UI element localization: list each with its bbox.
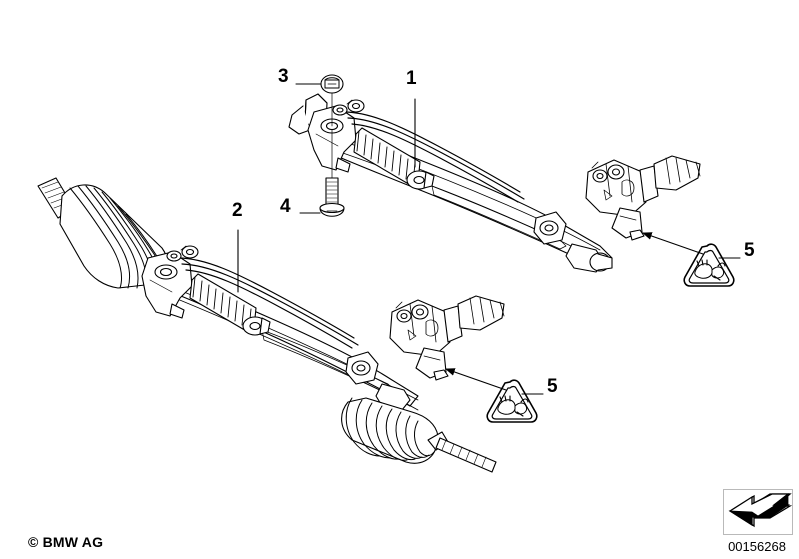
hex-bolt-part4 xyxy=(319,177,345,217)
rack-bushing-mid-upper xyxy=(406,170,435,190)
rack-bushing-mid-lower xyxy=(242,316,271,336)
callout-label-5-lower: 5 xyxy=(547,376,558,397)
callout-label-3: 3 xyxy=(278,66,289,87)
hydraulic-lines-lower xyxy=(177,257,359,349)
callout-label-4: 4 xyxy=(280,196,291,217)
mounting-bracket-left-lower xyxy=(141,251,193,319)
copyright-notice: © BMW AG xyxy=(28,534,104,550)
pinch-hazard-warning-upper xyxy=(641,232,735,287)
outlet-boss-upper xyxy=(565,243,613,273)
input-shaft-lower xyxy=(457,295,505,331)
valve-housing-lower xyxy=(389,299,463,381)
bellows-boot-right-lower xyxy=(341,397,439,464)
steering-gear-lower-assembly xyxy=(37,177,505,473)
mounting-eye-right-lower xyxy=(345,351,379,385)
callout-label-1: 1 xyxy=(406,68,417,89)
line-fittings-lower xyxy=(166,245,199,262)
valve-housing-upper xyxy=(585,159,659,241)
collar-nut-part3 xyxy=(320,74,344,94)
callout-label-2: 2 xyxy=(232,200,243,221)
block-arrow-left-icon xyxy=(723,489,793,535)
line-fittings-upper xyxy=(332,99,365,116)
input-shaft-upper xyxy=(653,155,701,191)
hydraulic-lines-upper xyxy=(343,111,525,203)
tie-rod-right-lower xyxy=(427,431,497,473)
diagram-number: 00156268 xyxy=(728,539,786,554)
steering-gear-upper-assembly xyxy=(288,93,701,273)
callout-label-5-upper: 5 xyxy=(744,240,755,261)
pinch-hazard-warning-lower xyxy=(444,368,538,423)
mounting-eye-right-upper xyxy=(533,211,567,245)
callout-leader-lines xyxy=(237,83,741,395)
